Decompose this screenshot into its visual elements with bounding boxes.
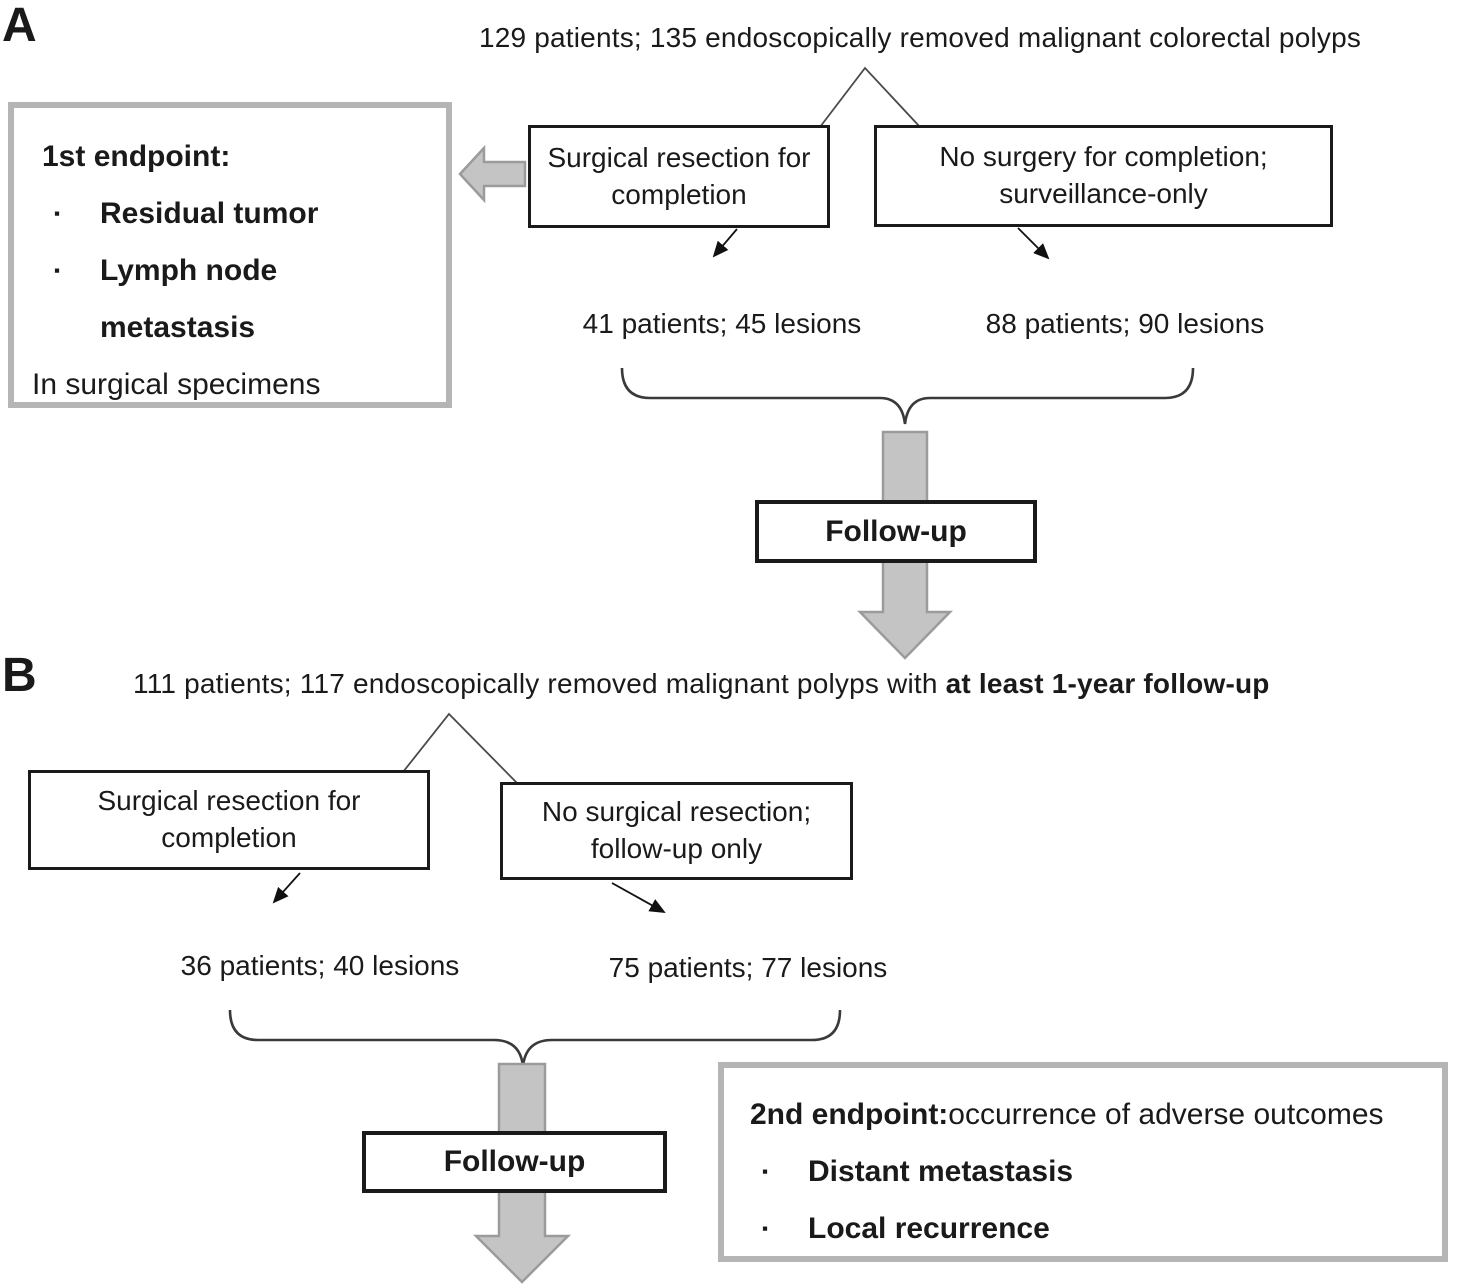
- second-endpoint-heading-bold: 2nd endpoint:: [750, 1098, 949, 1131]
- panel-b-title-bold: at least 1-year follow-up: [945, 668, 1270, 699]
- brace-b-icon: [228, 1009, 842, 1067]
- box-a-no-surgery: No surgery for completion; surveillance-…: [874, 125, 1333, 227]
- box-b-surgical-resection-label: Surgical resection for completion: [97, 785, 361, 853]
- second-endpoint-bullet-2: ▪ Local recurrence: [750, 1200, 1432, 1257]
- arrow-b-surgery-icon: [272, 872, 301, 904]
- box-a-surgical-resection-label: Surgical resection for completion: [547, 141, 811, 210]
- followup-box-b: Follow-up: [362, 1131, 667, 1193]
- first-endpoint-heading: 1st endpoint:: [42, 139, 231, 173]
- bullet-square-icon: ▪: [54, 261, 61, 280]
- followup-box-b-label: Follow-up: [443, 1145, 586, 1178]
- bullet-square-icon: ▪: [54, 204, 61, 223]
- box-b-no-surgery-label: No surgical resection; follow-up only: [541, 796, 812, 864]
- box-b-surgical-resection: Surgical resection for completion: [28, 770, 430, 870]
- first-endpoint-bullet-1-label: Residual tumor: [100, 197, 319, 230]
- arrow-a-surgery-icon: [712, 228, 738, 258]
- count-b-surgery: 36 patients; 40 lesions: [180, 950, 460, 981]
- second-endpoint-heading-rest: occurrence of adverse outcomes: [948, 1098, 1384, 1131]
- count-a-no-surgery: 88 patients; 90 lesions: [985, 308, 1265, 339]
- endpoint-left-arrow-icon: [458, 144, 527, 204]
- panel-a-label: A: [2, 0, 37, 52]
- panel-b-label: B: [2, 649, 37, 702]
- box-a-no-surgery-label: No surgery for completion; surveillance-…: [939, 141, 1268, 209]
- first-endpoint-footer: In surgical specimens: [32, 367, 321, 401]
- bullet-square-icon: ▪: [762, 1219, 769, 1238]
- branch-lines-b: [402, 712, 518, 784]
- branch-lines-a: [819, 66, 921, 128]
- bullet-square-icon: ▪: [762, 1162, 769, 1181]
- first-endpoint-bullet-2-label: Lymph node metastasis: [100, 254, 278, 344]
- panel-b-title: 111 patients; 117 endoscopically removed…: [133, 668, 1466, 700]
- second-endpoint-bullet-1-label: Distant metastasis: [808, 1155, 1074, 1188]
- first-endpoint-bullet-1: ▪ Residual tumor: [28, 185, 432, 242]
- box-a-surgical-resection: Surgical resection for completion: [528, 125, 830, 228]
- panel-b-title-regular: 111 patients; 117 endoscopically removed…: [133, 668, 946, 699]
- arrow-b-no-surgery-icon: [611, 882, 666, 913]
- second-endpoint-box: 2nd endpoint: occurrence of adverse outc…: [718, 1062, 1448, 1262]
- count-a-surgery: 41 patients; 45 lesions: [582, 308, 862, 339]
- followup-box-a-label: Follow-up: [825, 514, 967, 548]
- first-endpoint-bullet-2: ▪ Lymph node metastasis: [28, 242, 432, 356]
- followup-box-a: Follow-up: [755, 500, 1037, 563]
- first-endpoint-box: 1st endpoint: ▪ Residual tumor ▪ Lymph n…: [8, 102, 452, 408]
- second-endpoint-bullet-2-label: Local recurrence: [808, 1212, 1050, 1245]
- second-endpoint-heading: 2nd endpoint: occurrence of adverse outc…: [750, 1086, 1432, 1143]
- box-b-no-surgery: No surgical resection; follow-up only: [500, 782, 853, 880]
- arrow-a-no-surgery-icon: [1017, 227, 1050, 260]
- count-b-no-surgery: 75 patients; 77 lesions: [608, 952, 888, 983]
- brace-a-icon: [620, 367, 1195, 425]
- panel-a-title: 129 patients; 135 endoscopically removed…: [478, 22, 1362, 53]
- second-endpoint-bullet-1: ▪ Distant metastasis: [750, 1143, 1432, 1200]
